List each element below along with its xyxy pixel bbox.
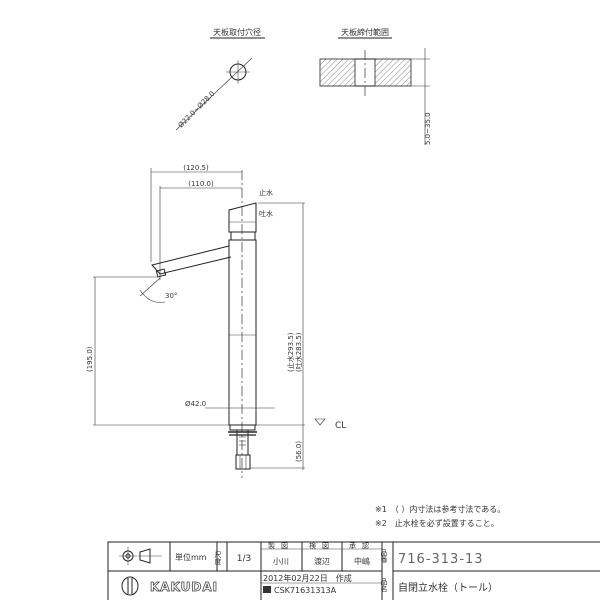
angle-label: 30° xyxy=(165,292,177,300)
checked-by: 渡辺 xyxy=(314,556,330,566)
hole-dim: Ø22.0~Ø28.0 xyxy=(177,90,217,130)
part-number: 716-313-13 xyxy=(398,552,484,567)
approved-by: 中嶋 xyxy=(354,556,370,566)
label-discharge: 吐水 xyxy=(259,209,273,218)
part-no-label: 品番 xyxy=(380,549,388,564)
dim-below: (56.0) xyxy=(295,441,303,462)
drawn-label: 製図 xyxy=(268,541,294,550)
dim-discharge-height: (吐水283.5) xyxy=(294,332,303,372)
drawing-number: CSK71631313A xyxy=(274,586,337,595)
checked-label: 検図 xyxy=(309,541,335,550)
clamp-dim: 5.0~35.0 xyxy=(424,112,432,145)
clamp-range-view: 天板締付範囲 5.0~35.0 xyxy=(319,27,432,145)
dim-stop-height: (止水293.5) xyxy=(286,332,295,372)
scale-value: 1/3 xyxy=(237,554,251,564)
note-2: ※2 止水栓を必ず設置すること。 xyxy=(375,518,499,528)
unit-label: 単位mm xyxy=(175,552,207,562)
dim-spout-height: (195.0) xyxy=(86,346,94,372)
counter-line-label: CL xyxy=(335,421,346,431)
product-name-label: 品名 xyxy=(380,578,388,593)
label-stop: 止水 xyxy=(259,188,273,197)
product-name: 自閉立水栓（トール） xyxy=(398,581,498,594)
clamp-title: 天板締付範囲 xyxy=(341,27,389,37)
dim-spout-outer: (120.5) xyxy=(183,164,209,172)
drawn-by: 小川 xyxy=(273,557,289,566)
created-date: 2012年02月22日 作成 xyxy=(263,573,352,583)
hole-diameter-view: 天板取付穴径 Ø22.0~Ø28.0 xyxy=(175,27,265,131)
hole-title: 天板取付穴径 xyxy=(213,27,261,37)
title-block: 単位mm 尺度 1/3 製図 検図 承認 小川 渡辺 中嶋 品番 716-313… xyxy=(107,541,600,600)
drawing-number-icon xyxy=(263,586,271,593)
dim-diameter: Ø42.0 xyxy=(185,400,206,408)
third-angle-projection-icon xyxy=(119,547,162,565)
note-1: ※1 （ ）内寸法は参考寸法である。 xyxy=(375,504,505,514)
dim-spout-inner: (110.0) xyxy=(188,180,214,188)
company-name: KAKUDAI xyxy=(150,580,218,594)
scale-label: 尺度 xyxy=(214,551,222,566)
approved-label: 承認 xyxy=(349,541,375,550)
kakudai-logo: KAKUDAI xyxy=(121,576,218,596)
faucet-front-view: (120.5) (110.0) 止水 吐水 30° (195.0) CL (止水… xyxy=(86,164,346,478)
